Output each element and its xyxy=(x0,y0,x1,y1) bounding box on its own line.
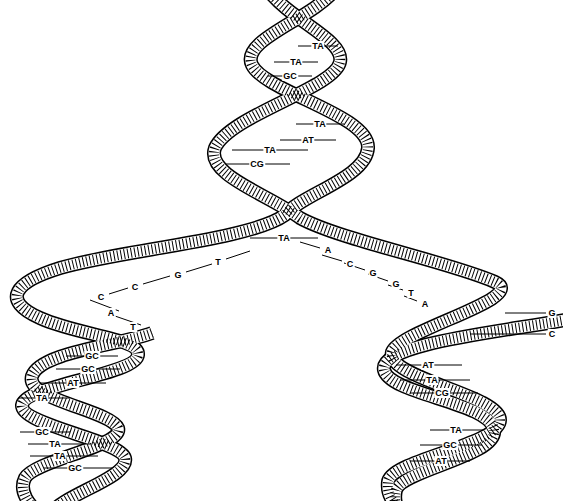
base-label: G xyxy=(391,279,400,289)
base-label: G xyxy=(368,268,377,278)
base-label: T xyxy=(129,322,137,332)
base-label: TA xyxy=(311,41,324,51)
base-label: A xyxy=(421,299,430,309)
base-label: C xyxy=(131,282,140,292)
base-label: T xyxy=(407,288,415,298)
base-label: TA xyxy=(313,119,326,129)
base-label: TA xyxy=(425,375,438,385)
base-label: AT xyxy=(421,360,434,370)
base-label: CG xyxy=(249,159,265,169)
base-label: TA xyxy=(449,425,462,435)
unpaired-base-lines xyxy=(90,242,546,334)
base-label: AT xyxy=(301,135,314,145)
base-label: GC xyxy=(282,71,298,81)
base-label: C xyxy=(97,292,106,302)
base-label: G xyxy=(547,308,556,318)
base-label: TA xyxy=(277,233,290,243)
base-label: AT xyxy=(434,456,447,466)
base-label: T xyxy=(214,257,222,267)
base-label: TA xyxy=(289,57,302,67)
base-label: G xyxy=(173,270,182,280)
base-label: GC xyxy=(80,364,96,374)
base-pair-rungs xyxy=(18,46,484,468)
base-label: AT xyxy=(66,378,79,388)
base-label: CG xyxy=(434,388,450,398)
base-label: GC xyxy=(442,440,458,450)
base-label: GC xyxy=(34,427,50,437)
base-label: GC xyxy=(67,463,83,473)
base-label: GC xyxy=(84,351,100,361)
base-label: TA xyxy=(53,451,66,461)
base-label: A xyxy=(324,245,333,255)
base-label: C xyxy=(346,259,355,269)
base-label: TA xyxy=(48,439,61,449)
base-label: A xyxy=(107,308,116,318)
base-label: TA xyxy=(263,145,276,155)
base-label: C xyxy=(548,329,557,339)
base-label: TA xyxy=(35,393,48,403)
